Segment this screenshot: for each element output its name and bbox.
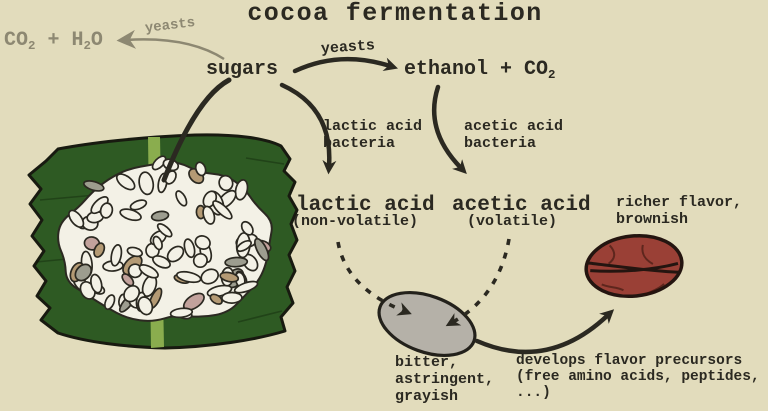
pulp-bean [115,173,136,191]
ethanol-co2-formula: ethanol + CO2 [404,58,556,82]
dashed-arrow-acetic-acid-to-bean [445,238,511,327]
pulp-bean [123,284,141,303]
lactic-acid-bacteria-label: lactic acid bacteria [323,118,423,152]
pulp-bean [194,235,211,250]
bean-crease [587,261,680,274]
pulp-bean [126,246,144,258]
diagram-title: cocoa fermentation [247,0,543,28]
pulp-bean [90,273,103,294]
acetic-acid-label: acetic acid [452,194,591,217]
pulp-bean [212,200,233,220]
pulp-bean [209,293,223,305]
pulp-bean [138,171,155,196]
pulp-bean [68,209,85,228]
richer-flavor-label: richer flavor, brownish [616,194,743,228]
pulp-bean [200,268,220,285]
fermented-bean-illustration [584,233,684,299]
pulp-bean [82,180,105,192]
bean-veins [601,244,665,296]
pulp-bean [127,263,143,279]
develops-flavor-label: develops flavor precursors (free amino a… [516,353,760,402]
pulp-bean [156,223,173,238]
leaf-veins [35,157,285,323]
pulp-bean [152,235,163,251]
pulp-bean [119,208,142,222]
pulp-bean [137,296,154,316]
pulp-bean [110,244,123,267]
pulp-bean [219,271,240,283]
pulp-bean [151,155,167,171]
pulp-bean [166,245,185,263]
pulp-bean [192,252,208,269]
pulp-bean [99,202,114,219]
lactic-acid-note: (non-volatile) [292,213,419,230]
acetic-acid-bacteria-label: acetic acid bacteria [464,118,564,152]
pulp-bean [103,294,116,311]
arrow-sugars-to-co2-h2o [116,29,225,61]
pulp-bean [152,255,171,269]
sugars-label: sugars [206,58,279,81]
cocoa-beans-pulp-pile-illustration [57,155,273,322]
pulp-bean [93,242,106,258]
arrow-sugars-to-lactic-acid [279,82,337,175]
pulp-bean [202,205,216,225]
pulp-bean [224,256,249,268]
pulp-bean [183,238,196,259]
acetic-acid-note: (volatile) [467,213,558,230]
arrow-ethanol-to-acetic-acid [431,84,467,175]
pulp-bean [240,220,254,236]
arrow-sugars-to-ethanol [292,56,399,74]
pulp-bean [150,210,170,222]
pulp-bean [175,190,188,207]
pulp-bean [236,239,252,253]
pulp-bean [169,307,194,319]
line-pile-to-sugars [161,77,232,183]
co2-h2o-formula: CO2 + H2O [4,29,103,53]
pulp-bean [175,270,202,284]
lactic-acid-label: lactic acid [296,194,435,217]
pulp-bean [221,291,243,304]
pulp-bean [129,199,148,211]
pulp-bean [138,264,159,279]
arrow-bean-to-fermented-bean [474,309,615,355]
pulp-bean [218,174,234,192]
pulp-bean [194,161,207,177]
bitter-astringent-label: bitter, astringent, grayish [395,354,495,405]
pulp-bean [254,237,270,262]
pulp-bean [233,280,259,294]
pulp-bean [234,179,249,201]
dashed-arrow-lactic-acid-to-bean [336,241,412,316]
pulp-bean [74,263,93,282]
